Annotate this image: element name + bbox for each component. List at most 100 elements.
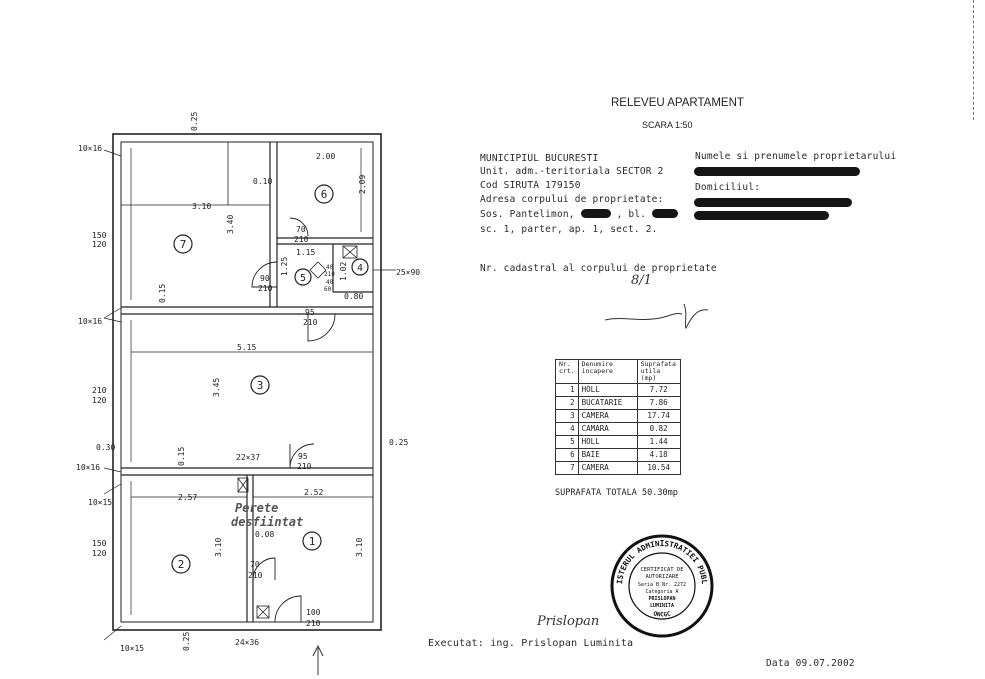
dim-label: 150 — [92, 231, 107, 240]
address-line: Cod SIRUTA 179150 — [480, 180, 581, 191]
room-1-marker — [302, 531, 322, 551]
dim-label: 0.30 — [96, 443, 115, 452]
redacted-owner-name — [694, 167, 860, 176]
demolished-wall-note: desfiintat — [231, 515, 303, 529]
room-2-number: 2 — [178, 558, 185, 571]
address-street: Sos. Pantelimon, — [480, 209, 575, 220]
room-7-marker — [173, 234, 193, 254]
owner-name-label: Numele si prenumele proprietarului — [695, 151, 897, 162]
dim-label: 150 — [92, 539, 107, 548]
room-5-number: 5 — [300, 273, 306, 284]
dim-label: 210 — [306, 619, 321, 628]
dim-label: 1.02 — [339, 262, 348, 281]
dim-label: 3.10 — [355, 538, 364, 557]
dim-label: 0.80 — [344, 292, 363, 301]
dim-label: 0.08 — [255, 530, 274, 539]
document-date: Data 09.07.2002 — [766, 658, 855, 669]
cadastral-label: Nr. cadastral al corpului de proprietate — [480, 263, 717, 274]
room-3-marker — [250, 375, 270, 395]
executed-by: Executat: ing. Prislopan Luminita — [428, 638, 634, 649]
room-6-number: 6 — [321, 188, 328, 201]
address-block-label: , bl. — [616, 209, 647, 220]
dim-label: 24×36 — [235, 638, 259, 647]
dim-label: 3.45 — [212, 378, 221, 397]
redacted-domicile-line-1 — [694, 198, 852, 207]
dim-label: 10×16 — [78, 144, 102, 153]
stamp-bottom-text: ONCGC — [653, 610, 672, 618]
dim-label: 120 — [92, 240, 107, 249]
room-4-number: 4 — [357, 263, 363, 274]
dim-label: 2.57 — [178, 493, 197, 502]
dim-label: 10×16 — [76, 463, 100, 472]
dim-label: 70 — [296, 225, 306, 234]
dim-label: 70 — [250, 560, 260, 569]
redacted-domicile-line-2 — [694, 211, 829, 220]
table-header-row: Nr. crt. Denumire incapere Suprafata uti… — [555, 359, 681, 384]
address-line: MUNICIPIUL BUCURESTI — [480, 153, 599, 164]
dim-label: 10×15 — [120, 644, 144, 653]
dim-label: 120 — [92, 396, 107, 405]
rooms-table: Nr. crt. Denumire incapere Suprafata uti… — [555, 359, 681, 475]
page-edge-line — [973, 0, 975, 120]
room-5-marker — [294, 268, 312, 286]
stamp-text: CERTIFICAT DE — [640, 567, 683, 573]
dim-label: 210 — [297, 462, 312, 471]
address-line: Adresa corpului de proprietate: — [480, 194, 664, 205]
stamp-text: Seria B Nr. 2272 — [638, 582, 686, 588]
dim-label: 3.40 — [226, 215, 235, 234]
cadastral-number: 8/1 — [631, 273, 652, 288]
dim-label: 0.15 — [177, 447, 186, 466]
dim-label: 3.10 — [192, 202, 211, 211]
dim-label: 0.10 — [253, 177, 272, 186]
dim-label: 0.25 — [190, 112, 199, 131]
address-line: Sos. Pantelimon, , bl. — [480, 208, 679, 220]
stamp-text: PRISLOPAN — [648, 596, 675, 602]
room-4-marker — [351, 258, 369, 276]
dim-label: 0.15 — [158, 284, 167, 303]
owner-domicile-label: Domiciliul: — [695, 182, 761, 193]
total-area: SUPRAFATA TOTALA 50.30mp — [555, 488, 678, 498]
document-title: RELEVEU APARTAMENT — [611, 97, 744, 109]
svg-text:ONCGC: ONCGC — [653, 610, 672, 618]
dim-label: 120 — [92, 549, 107, 558]
stamp-text: Categoria A — [645, 589, 678, 595]
redacted-block-number — [652, 209, 679, 218]
dim-label: 2.52 — [304, 488, 323, 497]
document-scale: SCARA 1:50 — [642, 120, 693, 130]
room-3-number: 3 — [257, 379, 264, 392]
engineer-signature: Prislopan — [537, 614, 600, 629]
dim-label: 40 — [326, 264, 334, 271]
dim-label: 2.00 — [316, 152, 335, 161]
address-line: sc. 1, parter, ap. 1, sect. 2. — [480, 224, 658, 235]
dim-label: 1.15 — [296, 248, 315, 257]
table-header-area: Suprafata utila (mp) — [636, 359, 681, 384]
cadastral-signature — [604, 303, 709, 330]
dim-label: 210 — [324, 271, 335, 278]
dim-label: 210 — [248, 571, 263, 580]
redacted-street-number — [580, 209, 611, 218]
room-1-number: 1 — [309, 535, 316, 548]
dim-label: 210 — [303, 318, 318, 327]
stamp-text: AUTORIZARE — [645, 574, 678, 580]
dim-label: 0.25 — [389, 438, 408, 447]
dim-label: 60 — [324, 286, 332, 293]
dim-label: 210 — [294, 235, 309, 244]
stamp-text: LUMINITA — [650, 603, 674, 609]
dim-label: 10×15 — [88, 498, 112, 507]
dim-label: 3.10 — [214, 538, 223, 557]
dim-label: 210 — [258, 284, 273, 293]
dim-label: 210 — [92, 386, 107, 395]
dim-label: 100 — [306, 608, 321, 617]
table-header-nr: Nr. crt. — [555, 359, 579, 384]
dim-label: 5.15 — [237, 343, 256, 352]
room-6-marker — [314, 184, 334, 204]
dim-label: 95 — [305, 308, 315, 317]
